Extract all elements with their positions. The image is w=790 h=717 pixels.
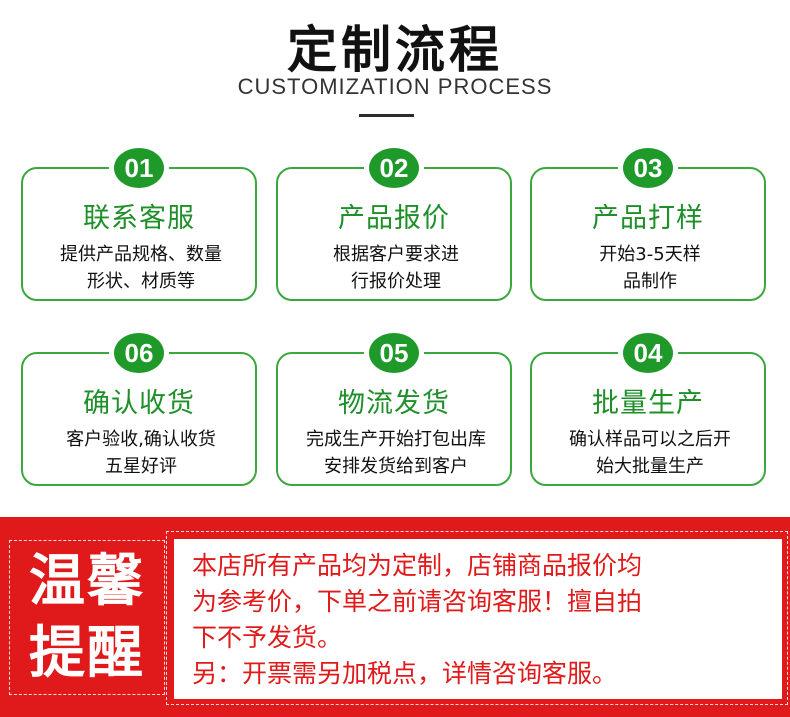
- step-card-receipt: 06 确认收货 客户验收,确认收货 五星好评: [21, 333, 257, 486]
- step-number-badge: 04: [623, 333, 673, 373]
- notice-text-frame: [166, 531, 788, 705]
- step-card-contact: 01 联系客服 提供产品规格、数量 形状、材质等: [21, 148, 257, 301]
- step-desc-line: 五星好评: [105, 456, 177, 477]
- step-number-badge: 05: [369, 333, 419, 373]
- step-description: 开始3-5天样 品制作: [536, 241, 764, 295]
- notice-text: 本店所有产品均为定制，店铺商品报价均 为参考价，下单之前请咨询客服！擅自拍 下不…: [192, 548, 772, 692]
- step-title: 产品报价: [338, 203, 450, 234]
- step-desc-line: 安排发货给到客户: [324, 456, 468, 477]
- step-desc-line: 开始3-5天样: [599, 244, 701, 265]
- notice-heading-frame: [9, 540, 165, 695]
- step-desc-line: 确认样品可以之后开: [569, 429, 731, 450]
- step-title: 确认收货: [83, 388, 195, 419]
- step-title: 物流发货: [338, 388, 450, 419]
- page-subtitle: CUSTOMIZATION PROCESS: [237, 74, 553, 99]
- notice-line: 为参考价，下单之前请咨询客服！擅自拍: [192, 587, 643, 616]
- notice-text-panel: [174, 539, 782, 699]
- step-card-quote: 02 产品报价 根据客户要求进 行报价处理: [276, 148, 512, 301]
- step-number-badge: 06: [114, 333, 164, 373]
- notice-line: 本店所有产品均为定制，店铺商品报价均: [192, 551, 643, 580]
- step-desc-line: 行报价处理: [351, 271, 441, 292]
- step-desc-line: 始大批量生产: [596, 456, 704, 477]
- step-description: 客户验收,确认收货 五星好评: [27, 426, 255, 480]
- notice-heading-line: 温馨: [29, 549, 145, 614]
- step-number-badge: 02: [369, 148, 419, 188]
- step-desc-line: 完成生产开始打包出库: [306, 429, 486, 450]
- step-description: 提供产品规格、数量 形状、材质等: [27, 241, 255, 295]
- step-desc-line: 提供产品规格、数量: [60, 244, 222, 265]
- notice-line: 另：开票需另加税点，详情咨询客服。: [192, 659, 618, 688]
- step-title: 联系客服: [83, 203, 195, 234]
- step-description: 完成生产开始打包出库 安排发货给到客户: [282, 426, 510, 480]
- notice-heading-line: 提醒: [29, 621, 145, 686]
- notice-line: 下不予发货。: [192, 623, 343, 652]
- step-title: 批量生产: [592, 388, 704, 419]
- notice-heading: 温馨 提醒: [9, 546, 165, 690]
- step-card-shipping: 05 物流发货 完成生产开始打包出库 安排发货给到客户: [276, 333, 512, 486]
- step-desc-line: 形状、材质等: [87, 271, 195, 292]
- step-desc-line: 根据客户要求进: [333, 244, 459, 265]
- step-desc-line: 客户验收,确认收货: [66, 429, 216, 450]
- page-title: 定制流程: [287, 21, 503, 79]
- step-description: 确认样品可以之后开 始大批量生产: [536, 426, 764, 480]
- step-desc-line: 品制作: [623, 271, 677, 292]
- step-number-badge: 01: [114, 148, 164, 188]
- step-card-sample: 03 产品打样 开始3-5天样 品制作: [530, 148, 766, 301]
- step-description: 根据客户要求进 行报价处理: [282, 241, 510, 295]
- title-divider: [359, 114, 414, 117]
- step-card-production: 04 批量生产 确认样品可以之后开 始大批量生产: [530, 333, 766, 486]
- step-number-badge: 03: [623, 148, 673, 188]
- step-title: 产品打样: [592, 203, 704, 234]
